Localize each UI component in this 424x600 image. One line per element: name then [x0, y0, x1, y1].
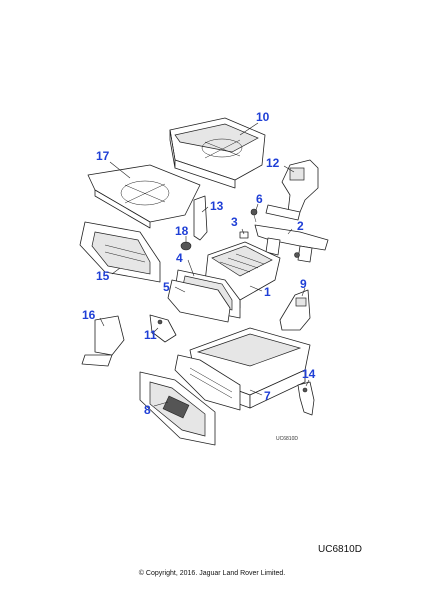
callout-10: 10: [256, 110, 270, 124]
callout-2: 2: [297, 219, 304, 233]
callout-4: 4: [176, 251, 183, 265]
callout-7: 7: [264, 389, 271, 403]
part-6-screw: [250, 208, 258, 223]
callout-16: 16: [82, 308, 96, 322]
callout-18: 18: [175, 224, 189, 238]
callout-8: 8: [144, 403, 151, 417]
callouts: 10 17 12 13 6 3 2 18 15 4 5 1 9 16 11 7 …: [82, 110, 316, 417]
callout-17: 17: [96, 149, 110, 163]
inline-diagram-code: UC6810D: [276, 436, 298, 442]
part-18-nut: [180, 241, 192, 251]
part-3-clip: [239, 231, 249, 239]
leader-lines: [99, 122, 310, 407]
part-15-gasket: [79, 221, 161, 283]
copyright-notice: © Copyright, 2016. Jaguar Land Rover Lim…: [138, 570, 286, 577]
part-4-5-seals: [167, 269, 241, 323]
callout-5: 5: [163, 280, 170, 294]
callout-15: 15: [96, 269, 110, 283]
reference-code: UC6810D: [318, 544, 362, 555]
part-9-bracket: [279, 289, 311, 331]
callout-6: 6: [256, 192, 263, 206]
callout-12: 12: [266, 156, 280, 170]
callout-11: 11: [144, 328, 157, 342]
part-7-ecu: [174, 327, 311, 411]
part-11-bracket: [149, 314, 177, 343]
part-17-plate: [87, 164, 201, 229]
part-12-bracket: [265, 159, 319, 221]
callout-3: 3: [231, 215, 238, 229]
part-16-bracket: [81, 315, 125, 367]
callout-1: 1: [264, 285, 271, 299]
callout-9: 9: [300, 277, 307, 291]
part-14-bracket: [297, 381, 315, 416]
part-13-bracket: [193, 195, 208, 241]
callout-13: 13: [210, 199, 224, 213]
part-2-bracket: [254, 224, 329, 263]
part-8-connector: [139, 371, 216, 446]
callout-14: 14: [302, 367, 316, 381]
part-10-housing: [169, 117, 266, 189]
